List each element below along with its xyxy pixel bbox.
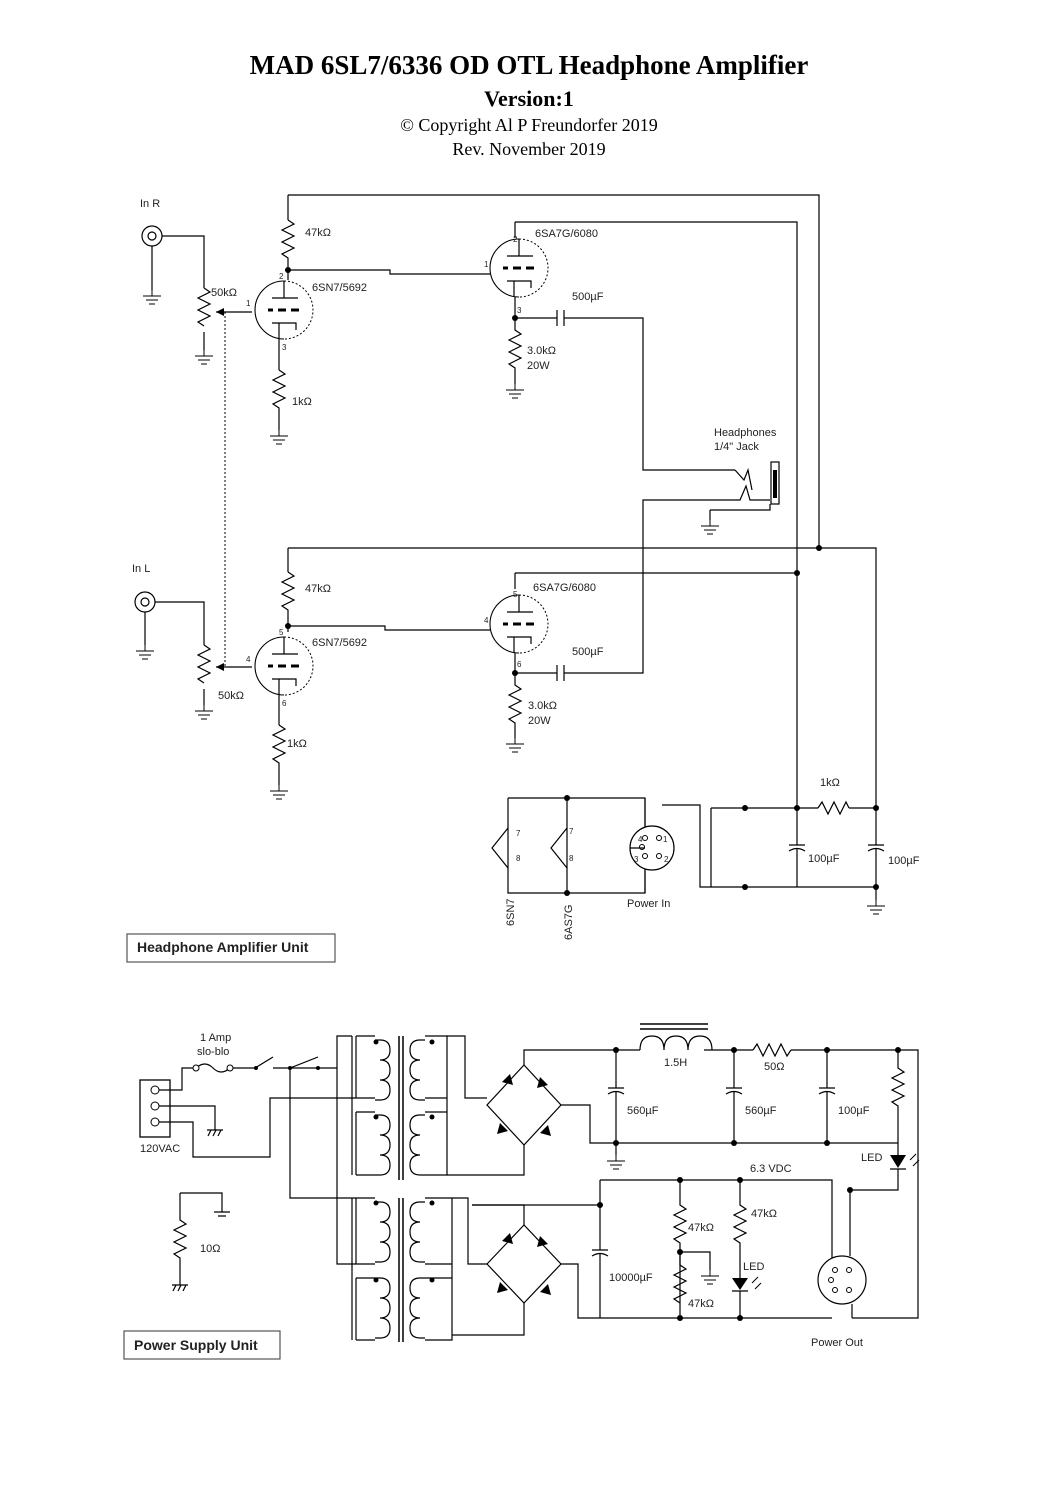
pin-label: 2 <box>664 855 669 864</box>
pin-label: 3 <box>634 855 639 864</box>
pin-label: 2 <box>513 235 518 244</box>
plate-resistor-left-label: 47kΩ <box>305 583 331 595</box>
power-in-label: Power In <box>627 898 670 910</box>
resistor-47a-label: 47kΩ <box>688 1222 714 1234</box>
resistor-50-label: 50Ω <box>764 1061 784 1073</box>
resistor-47c-label: 47kΩ <box>751 1208 777 1220</box>
load-resistor-left-label: 3.0kΩ <box>528 700 557 712</box>
load-resistor-right-label: 3.0kΩ <box>527 345 556 357</box>
power-out-connector-icon[interactable] <box>817 1255 867 1305</box>
driver-tube-right-label: 6SN7/5692 <box>312 282 367 294</box>
coupling-cap-left-label: 500µF <box>572 646 604 658</box>
headphone-jack-icon[interactable] <box>700 461 780 535</box>
potentiometer-icon <box>196 644 212 684</box>
mains-label: 120VAC <box>140 1143 180 1155</box>
potentiometer-icon <box>196 287 212 327</box>
revision-label: Rev. November 2019 <box>452 139 606 159</box>
jack-label-line1: Headphones <box>714 427 777 439</box>
output-tube-left-label: 6SA7G/6080 <box>533 582 596 594</box>
power-out-label: Power Out <box>811 1337 863 1349</box>
pin-label: 1 <box>246 299 251 308</box>
output-tube-right-icon <box>488 237 550 299</box>
cap-560b-label: 560µF <box>745 1105 777 1117</box>
cathode-resistor-left-label: 1kΩ <box>287 738 307 750</box>
output-tube-left-icon <box>488 593 550 655</box>
led-icon <box>890 1155 906 1168</box>
pin-label: 1 <box>484 260 489 269</box>
driver-tube-left-label: 6SN7/5692 <box>312 637 367 649</box>
heater-6as7g-label: 6AS7G <box>563 905 575 940</box>
pot-left-label: 50kΩ <box>218 690 244 702</box>
power-supply-section: 1 Amp slo-blo 120VAC 1.5H 50Ω 560µF 560µ… <box>123 1023 920 1360</box>
pin-label: 1 <box>663 835 668 844</box>
led-icon <box>732 1278 748 1290</box>
resistor-icon <box>752 1042 792 1058</box>
amplifier-section: In R In L 50kΩ 50kΩ 47kΩ 47kΩ 1kΩ 1kΩ 6S… <box>126 194 920 963</box>
coupling-cap-right-label: 500µF <box>572 291 604 303</box>
copyright-label: © Copyright Al P Freundorfer 2019 <box>400 115 658 135</box>
choke-icon <box>639 1035 713 1051</box>
resistor-10-label: 10Ω <box>200 1243 220 1255</box>
amplifier-section-label: Headphone Amplifier Unit <box>137 939 309 955</box>
dc-voltage-label: 6.3 VDC <box>750 1163 792 1175</box>
pin-label: 7 <box>516 829 521 838</box>
version-label: Version:1 <box>484 86 574 111</box>
filter-cap2-label: 100µF <box>888 855 920 867</box>
input-right-label: In R <box>140 198 160 210</box>
jack-label-line2: 1/4" Jack <box>714 441 759 453</box>
input-left-label: In L <box>132 563 150 575</box>
amplifier-section-box <box>126 933 336 963</box>
pin-label: 7 <box>569 827 574 836</box>
heater-6sn7-label: 6SN7 <box>505 898 517 926</box>
led2-label: LED <box>743 1261 764 1273</box>
choke-label: 1.5H <box>664 1057 687 1069</box>
page-title: MAD 6SL7/6336 OD OTL Headphone Amplifier <box>249 50 809 80</box>
pin-label: 2 <box>279 272 284 281</box>
cap-100-label: 100µF <box>838 1105 870 1117</box>
pin-label: 6 <box>282 699 287 708</box>
pin-label: 4 <box>246 655 251 664</box>
pin-label: 4 <box>638 835 643 844</box>
cap-560a-label: 560µF <box>627 1105 659 1117</box>
pin-label: 8 <box>516 854 521 863</box>
pin-label: 4 <box>484 616 489 625</box>
pin-label: 5 <box>279 628 284 637</box>
cathode-resistor-right-label: 1kΩ <box>292 396 312 408</box>
fuse-label-line1: 1 Amp <box>200 1032 231 1044</box>
pot-right-label: 50kΩ <box>211 287 237 299</box>
fuse-icon <box>195 1063 231 1073</box>
driver-tube-left-icon <box>253 635 315 697</box>
driver-tube-right-icon <box>253 279 315 341</box>
pin-label: 5 <box>513 590 518 599</box>
filter-resistor-label: 1kΩ <box>820 777 840 789</box>
resistor-47b-label: 47kΩ <box>688 1298 714 1310</box>
resistor-icon <box>280 219 296 280</box>
load-resistor-right-watts: 20W <box>527 360 550 372</box>
plate-resistor-right-label: 47kΩ <box>305 227 331 239</box>
power-supply-section-label: Power Supply Unit <box>134 1337 258 1353</box>
fuse-label-line2: slo-blo <box>197 1046 229 1058</box>
power-supply-section-box <box>123 1330 281 1360</box>
pin-label: 6 <box>517 660 522 669</box>
pin-label: 3 <box>517 306 522 315</box>
cap-10000-label: 10000µF <box>609 1272 653 1284</box>
pin-label: 3 <box>282 343 287 352</box>
led1-label: LED <box>861 1152 882 1164</box>
power-in-connector-icon[interactable] <box>629 825 675 871</box>
output-tube-right-label: 6SA7G/6080 <box>535 228 598 240</box>
filter-cap1-label: 100µF <box>808 853 840 865</box>
load-resistor-left-watts: 20W <box>528 715 551 727</box>
pin-label: 8 <box>569 854 574 863</box>
